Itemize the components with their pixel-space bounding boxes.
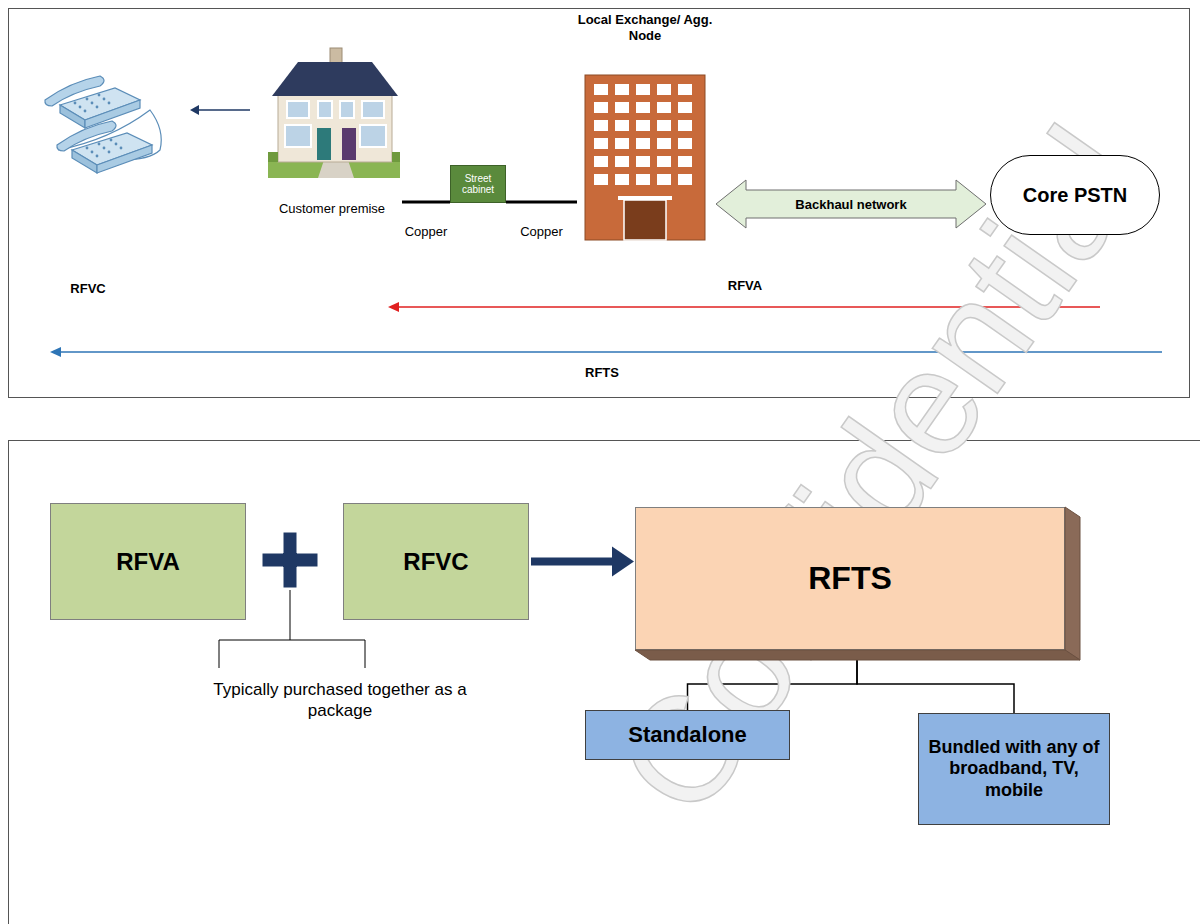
service-box: RFTS: [635, 507, 1065, 650]
arrow-head: [50, 347, 61, 357]
note-text: Typically purchased together as a packag…: [190, 679, 490, 722]
edge-label: Backhaul network: [795, 197, 906, 212]
edge-label: Copper: [520, 224, 563, 239]
grouping-bracket: [219, 640, 365, 668]
node-text: Local Exchange/ Agg. Node: [577, 12, 713, 45]
arrow-head: [388, 302, 399, 312]
copper-connector: [402, 202, 450, 203]
bottom-panel: [9, 441, 1200, 924]
exchange-building: [585, 75, 705, 240]
component-box: RFVC: [343, 503, 529, 620]
core-ellipse: Core PSTN: [990, 155, 1160, 235]
tree-connector: [857, 660, 1014, 713]
backhaul-connector: [716, 180, 986, 228]
cabinet-box: Street cabinet: [450, 165, 506, 203]
arrow-head: [190, 105, 199, 115]
variant-box: Standalone: [585, 710, 790, 760]
node-text: Street cabinet: [451, 173, 505, 195]
component-box: RFVA: [50, 503, 246, 620]
exchange-node: Local Exchange/ Agg. Node: [577, 12, 713, 241]
fat-connector: [531, 547, 634, 577]
node-text: Customer premise: [279, 201, 385, 216]
node-text: RFVC: [403, 548, 468, 576]
copper-connector: [506, 202, 577, 203]
edge-label: Copper: [405, 224, 448, 239]
node-text: Core PSTN: [1023, 184, 1127, 207]
section-label: RFVC: [43, 281, 133, 296]
node-text: Standalone: [628, 722, 747, 748]
node-text: RFTS: [808, 560, 892, 597]
variant-box: Bundled with any of broadband, TV, mobil…: [918, 713, 1110, 825]
section-label: RFVA: [700, 278, 790, 293]
section-label: RFTS: [557, 365, 647, 380]
node-text: RFVA: [116, 548, 180, 576]
house-illustration: [268, 48, 400, 178]
premise-node: Customer premise: [262, 58, 402, 216]
telephone-icon: [45, 76, 161, 173]
node-text: Bundled with any of broadband, TV, mobil…: [927, 737, 1101, 802]
pointer-arrow: [196, 109, 250, 111]
plus-sign: [262, 532, 318, 640]
